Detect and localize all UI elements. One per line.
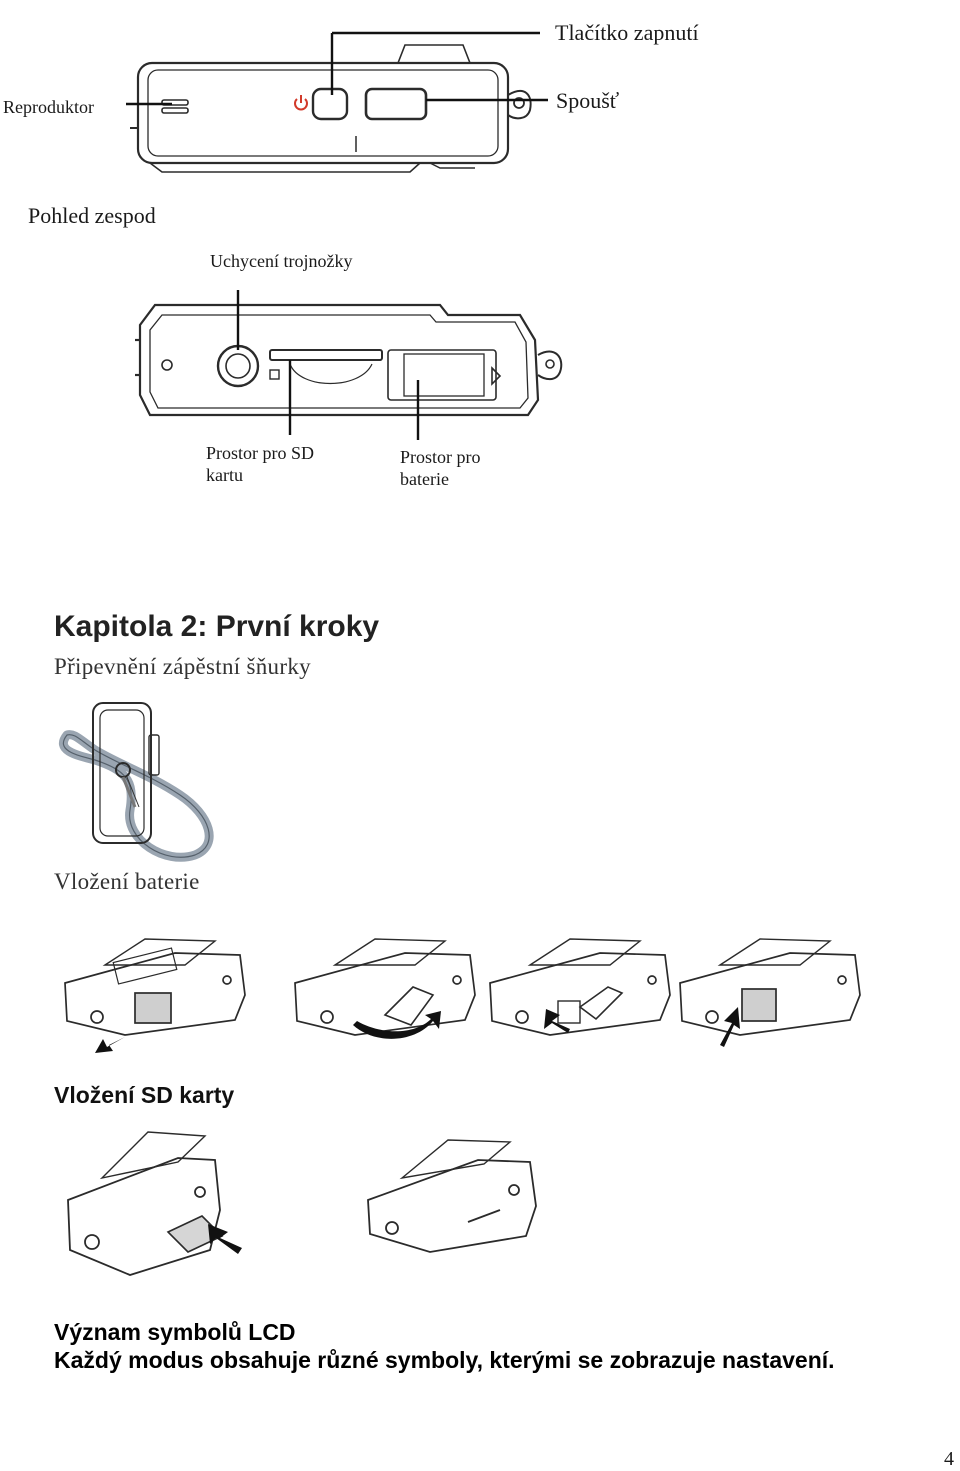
strap-heading: Připevnění zápěstní šňurky <box>54 654 311 679</box>
chapter-title: Kapitola 2: První kroky <box>54 610 380 643</box>
sd-step-2 <box>367 1139 537 1253</box>
battery-label-line2: baterie <box>400 469 449 489</box>
battery-step-1 <box>64 938 246 1053</box>
tripod-mount-label: Uchycení trojnožky <box>210 251 353 271</box>
sd-slot-label-line2: kartu <box>206 465 243 485</box>
sd-sequence <box>60 1120 560 1290</box>
lcd-heading: Význam symbolů LCD <box>54 1319 296 1345</box>
camera-bottom-drawing <box>135 290 563 440</box>
power-button-label: Tlačítko zapnutí <box>555 20 699 45</box>
battery-step-3 <box>489 938 671 1036</box>
sd-slot-label-line1: Prostor pro SD <box>206 443 315 463</box>
sd-step-1 <box>67 1131 242 1276</box>
battery-compartment-label: Prostor pro baterie <box>400 446 481 490</box>
strap-figure <box>55 695 225 865</box>
battery-step-4 <box>679 938 861 1047</box>
bottom-view-title: Pohled zespod <box>28 203 156 228</box>
sd-heading: Vložení SD karty <box>54 1082 235 1108</box>
shutter-label: Spoušť <box>556 88 620 113</box>
page-number: 4 <box>944 1448 954 1470</box>
battery-step-2 <box>294 938 476 1039</box>
speaker-label: Reproduktor <box>3 97 94 117</box>
battery-heading: Vložení baterie <box>54 869 200 894</box>
lcd-description: Každý modus obsahuje různé symboly, kter… <box>54 1347 835 1373</box>
strap-drawing <box>59 702 214 862</box>
battery-sequence <box>55 925 875 1055</box>
bottom-view-figure <box>0 280 960 440</box>
power-icon <box>294 95 308 111</box>
sd-slot-label: Prostor pro SD kartu <box>206 442 314 486</box>
battery-label-line1: Prostor pro <box>400 447 481 467</box>
top-view-figure: Tlačítko zapnutí Spoušť Reproduktor <box>0 0 960 190</box>
camera-top-drawing <box>126 31 548 173</box>
